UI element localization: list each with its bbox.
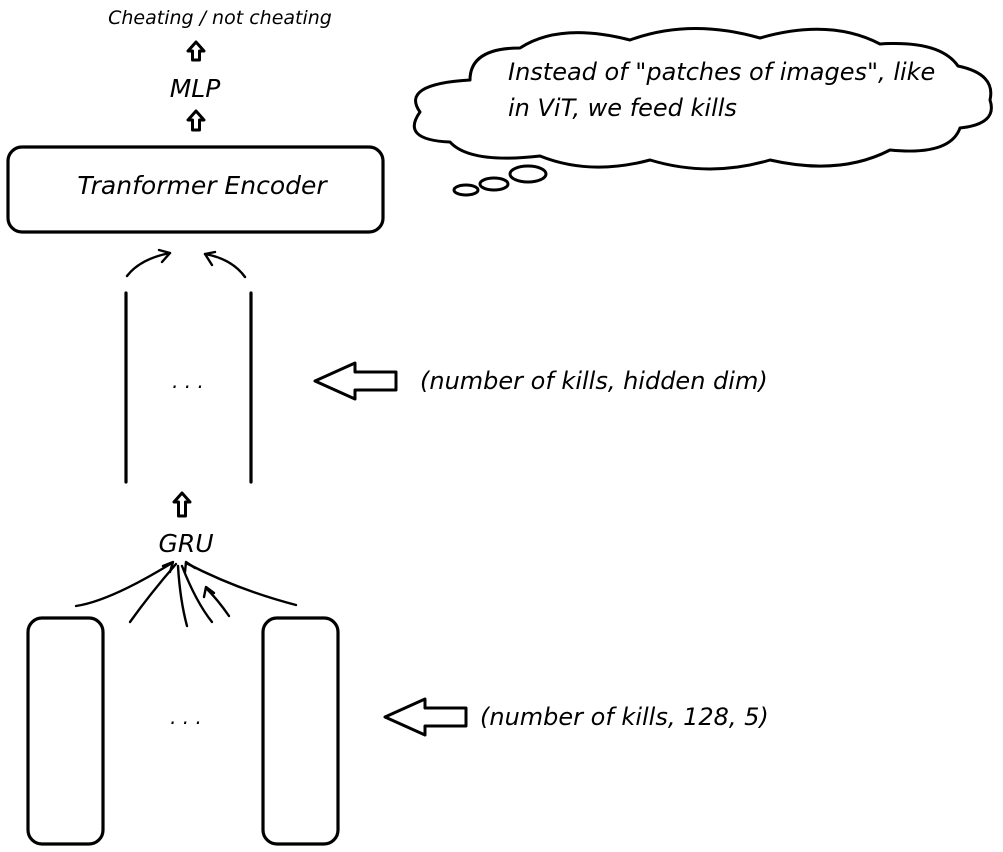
mlp-label: MLP [170, 74, 221, 103]
kill-input-last [261, 616, 340, 846]
lower-shape-label: (number of kills, 128, 5) [480, 703, 769, 731]
up-arrow-icon [172, 491, 192, 518]
thought-bubble-dot [478, 176, 510, 192]
curved-arrow-icon [203, 250, 247, 279]
thought-cloud [412, 27, 993, 197]
thought-bubble-dot [452, 183, 480, 197]
transformer-encoder-label: Tranformer Encoder [77, 171, 328, 200]
thought-text-line2: in ViT, we feed kills [508, 94, 737, 122]
left-arrow-icon [383, 697, 468, 737]
curved-arrow-icon [125, 248, 172, 278]
upper-ellipsis: . . . [172, 369, 204, 393]
thought-bubble-dot [508, 164, 548, 184]
left-arrow-icon [313, 361, 398, 401]
upper-shape-label: (number of kills, hidden dim) [420, 367, 768, 395]
up-arrow-icon [186, 109, 206, 132]
output-label: Cheating / not cheating [108, 7, 332, 29]
transformer-encoder-box [6, 145, 385, 234]
kill-input-first [26, 616, 105, 846]
gru-label: GRU [158, 529, 213, 558]
converging-arrows-icon [74, 560, 298, 628]
lower-ellipsis: . . . [170, 705, 202, 729]
thought-text-line1: Instead of "patches of images", like [508, 58, 935, 86]
up-arrow-icon [186, 40, 206, 62]
